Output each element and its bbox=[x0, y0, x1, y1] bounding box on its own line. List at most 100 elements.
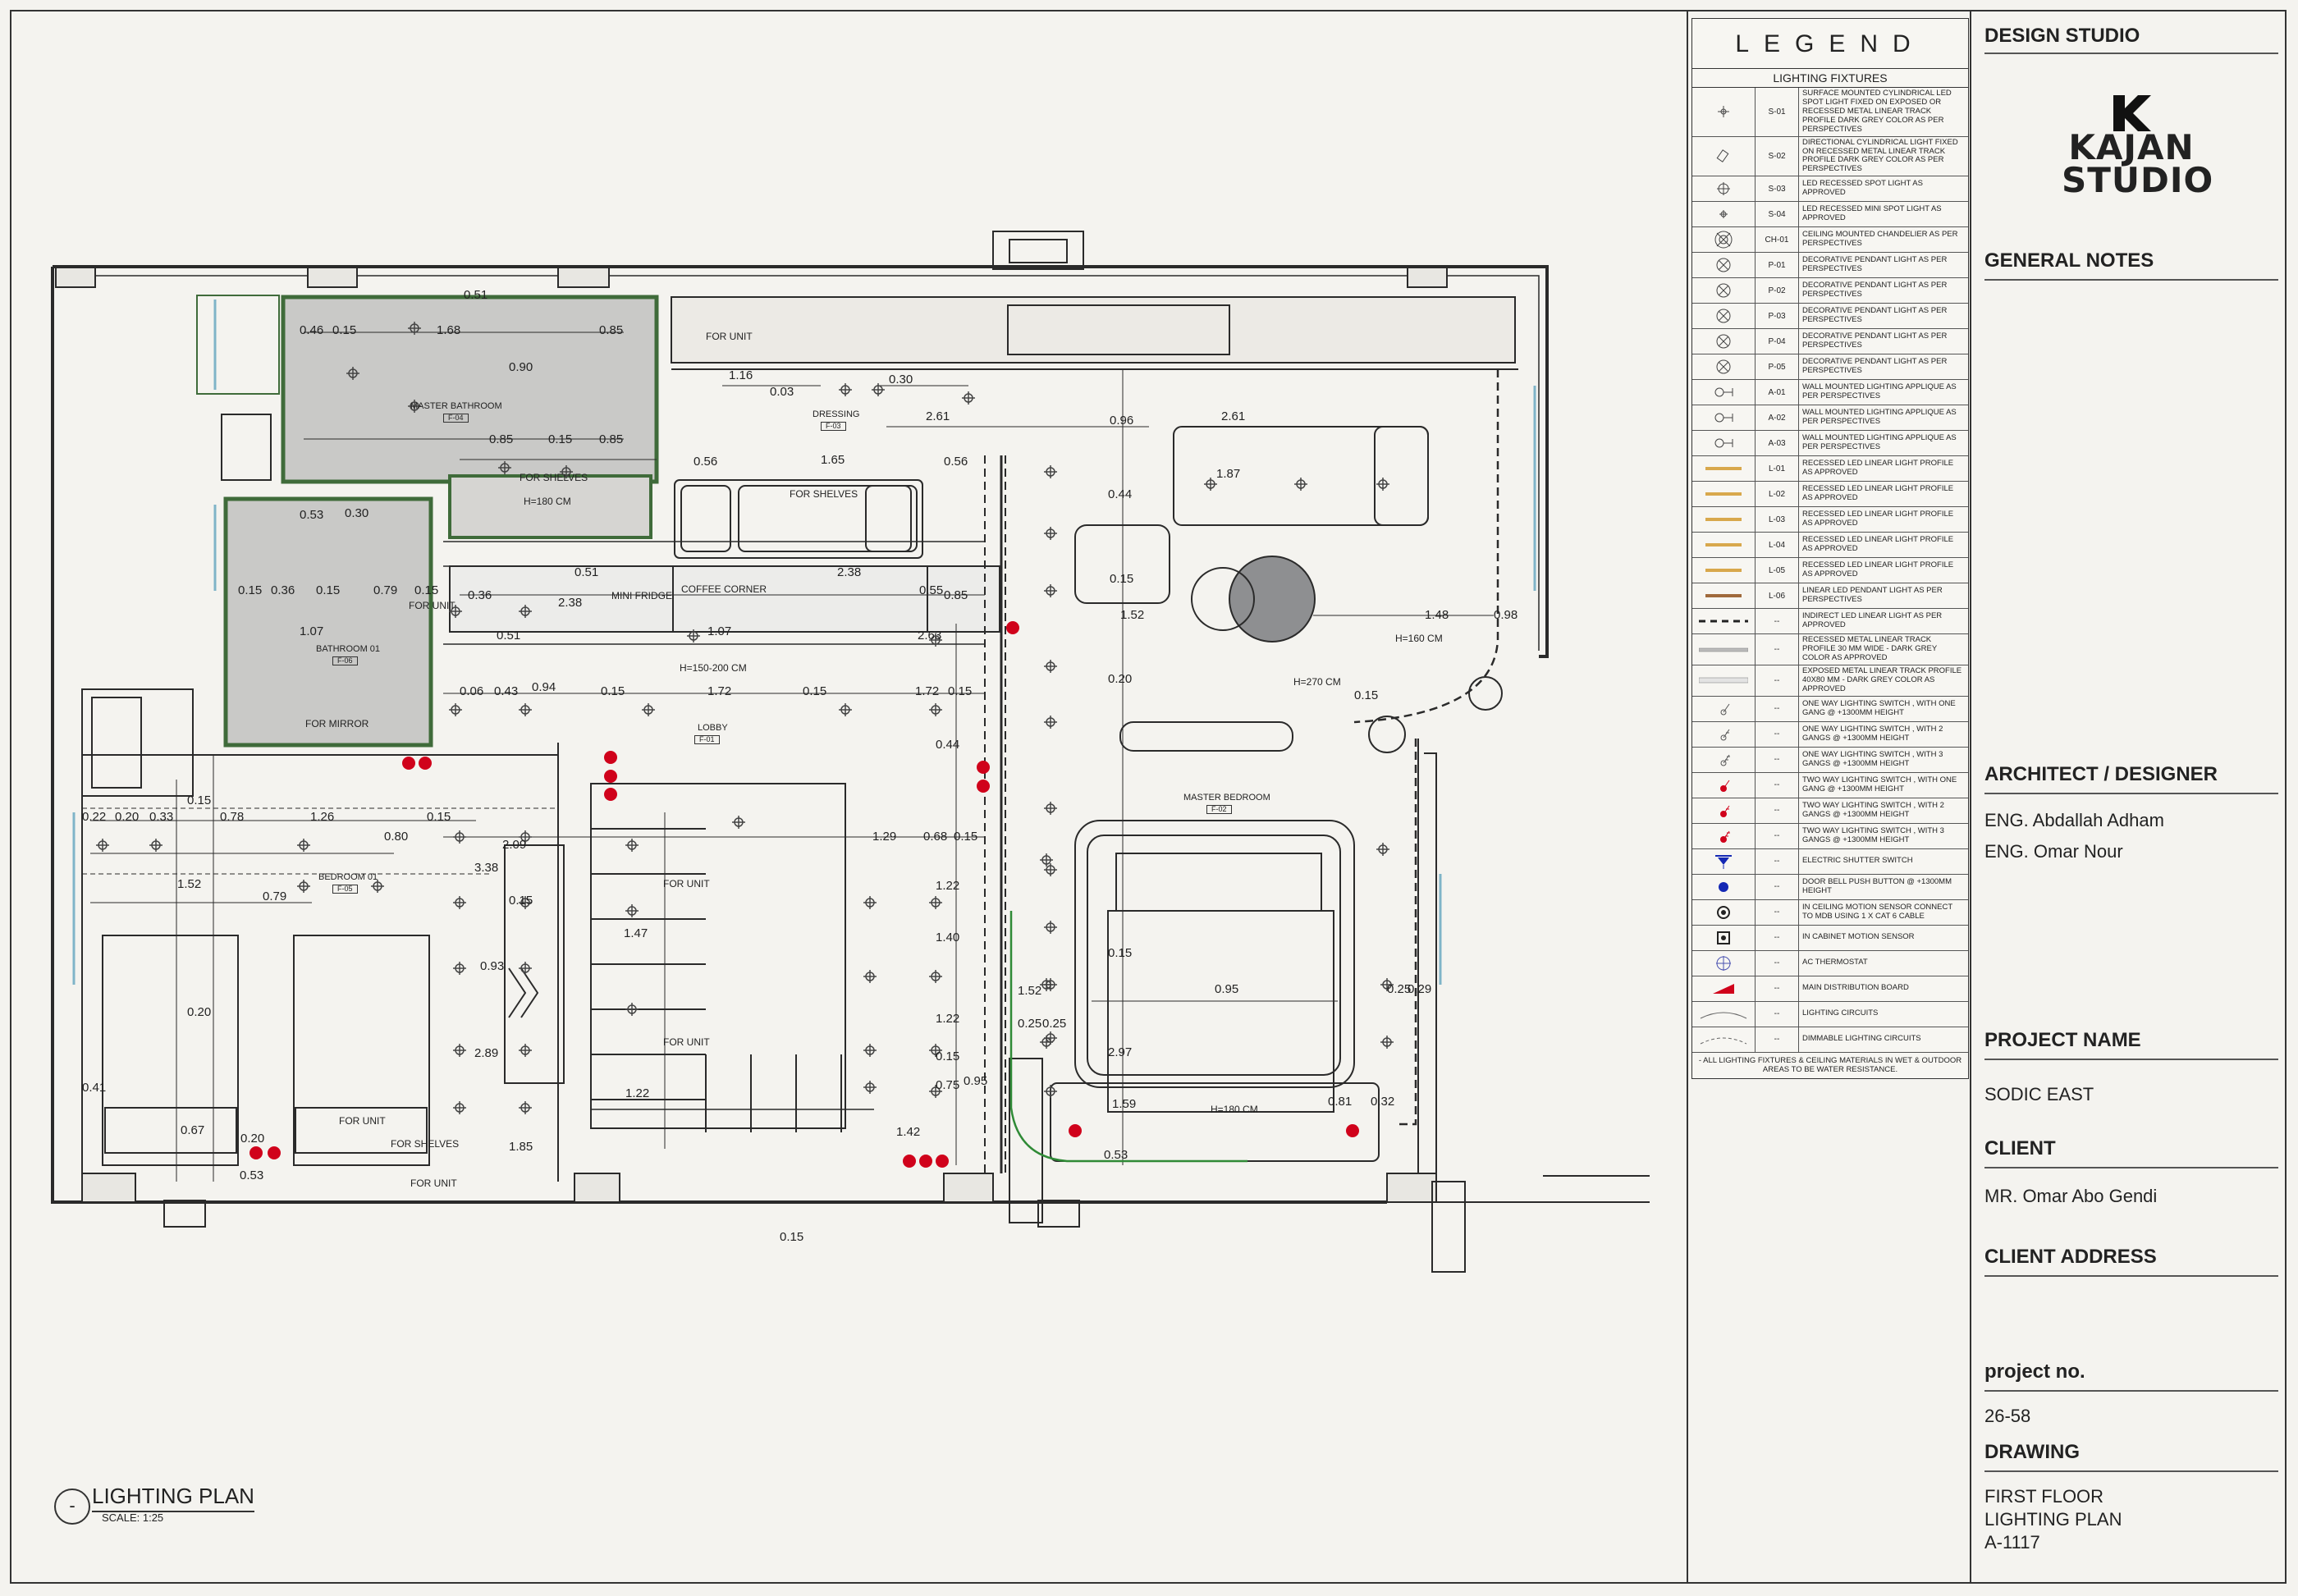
legend-row: --IN CEILING MOTION SENSOR CONNECT TO MD… bbox=[1692, 899, 1968, 926]
legend-symbol bbox=[1692, 456, 1756, 482]
room-label-master-bedroom: MASTER BEDROOM bbox=[1183, 793, 1270, 803]
linear-light-icon bbox=[1705, 467, 1742, 471]
legend-symbol bbox=[1692, 202, 1756, 227]
dimension-label: 0.15 bbox=[1354, 688, 1379, 702]
legend-footnote: - ALL LIGHTING FIXTURES & CEILING MATERI… bbox=[1698, 1055, 1962, 1075]
legend-symbol bbox=[1692, 696, 1756, 721]
legend-symbol bbox=[1692, 405, 1756, 431]
legend-symbol bbox=[1692, 253, 1756, 278]
dimension-label: 2.09 bbox=[502, 838, 527, 852]
project-name: SODIC EAST bbox=[1984, 1084, 2094, 1104]
legend-code: -- bbox=[1756, 823, 1799, 848]
note-coffee-corner: COFFEE CORNER bbox=[681, 583, 767, 595]
dimension-label: 0.29 bbox=[1408, 982, 1432, 996]
rule bbox=[1984, 1275, 2278, 1277]
logo-mark-icon bbox=[2113, 95, 2151, 131]
legend-code: A-01 bbox=[1756, 380, 1799, 405]
dimension-label: 0.15 bbox=[601, 684, 625, 698]
dimension-label: 0.41 bbox=[82, 1081, 107, 1095]
dimension-label: 1.47 bbox=[624, 926, 648, 940]
legend-row: --TWO WAY LIGHTING SWITCH , WITH ONE GAN… bbox=[1692, 772, 1968, 798]
dimension-label: 0.85 bbox=[944, 588, 968, 602]
dimension-label: 0.25 bbox=[1042, 1017, 1067, 1031]
cabinet-sensor-icon bbox=[1717, 931, 1730, 944]
legend-symbol bbox=[1692, 899, 1756, 925]
legend-description: DECORATIVE PENDANT LIGHT AS PER PERSPECT… bbox=[1802, 255, 1948, 274]
dimension-label: 0.53 bbox=[1104, 1148, 1128, 1162]
legend-code: P-05 bbox=[1756, 354, 1799, 380]
dimension-label: 0.15 bbox=[187, 793, 212, 807]
legend-description: TWO WAY LIGHTING SWITCH , WITH ONE GANG … bbox=[1802, 775, 1957, 793]
legend-symbol bbox=[1692, 482, 1756, 507]
room-label-dressing: DRESSING bbox=[813, 409, 860, 419]
project-no-label: project no. bbox=[1984, 1360, 2085, 1383]
drawing-line: LIGHTING PLAN bbox=[1984, 1509, 2122, 1530]
note-for-shelves: FOR SHELVES bbox=[520, 472, 588, 483]
legend-code: L-02 bbox=[1756, 482, 1799, 507]
dimension-label: 2.97 bbox=[1108, 1045, 1133, 1059]
legend-code: P-01 bbox=[1756, 253, 1799, 278]
distribution-board-icon bbox=[1713, 983, 1734, 994]
legend-description: CEILING MOUNTED CHANDELIER AS PER PERSPE… bbox=[1802, 230, 1958, 249]
linear-light-icon bbox=[1705, 492, 1742, 496]
room-label-lobby: LOBBY bbox=[698, 723, 728, 733]
legend-symbol bbox=[1692, 823, 1756, 848]
dimension-label: 0.51 bbox=[464, 288, 488, 302]
room-label-bathroom-01: BATHROOM 01 bbox=[316, 644, 381, 654]
dimension-label: 0.67 bbox=[181, 1123, 205, 1137]
dimension-label: 0.15 bbox=[780, 1230, 804, 1244]
floor-plan bbox=[51, 231, 1650, 1273]
dimension-label: 1.26 bbox=[310, 810, 335, 824]
note-for-shelves: FOR SHELVES bbox=[391, 1138, 460, 1150]
dimension-label: 0.46 bbox=[300, 323, 324, 337]
lighting-circuit-icon bbox=[1700, 1012, 1747, 1019]
rule bbox=[1984, 1167, 2278, 1168]
recessed-spot-icon bbox=[1717, 182, 1730, 196]
pendant-icon bbox=[1716, 309, 1731, 323]
legend-code: -- bbox=[1756, 1001, 1799, 1027]
legend-row: --ONE WAY LIGHTING SWITCH , WITH 2 GANGS… bbox=[1692, 721, 1968, 748]
dimension-label: 0.15 bbox=[954, 830, 978, 844]
dimension-label: 0.30 bbox=[345, 506, 369, 520]
legend-description: ELECTRIC SHUTTER SWITCH bbox=[1802, 856, 1913, 866]
dimension-label: 1.40 bbox=[936, 931, 960, 944]
dimension-label: 0.15 bbox=[427, 810, 451, 824]
legend-symbol bbox=[1692, 874, 1756, 899]
dimension-label: 0.44 bbox=[1108, 487, 1133, 501]
dimension-label: 0.43 bbox=[494, 684, 519, 698]
dimension-label: 0.15 bbox=[332, 323, 357, 337]
rule bbox=[1984, 279, 2278, 281]
linear-light-icon bbox=[1705, 543, 1742, 547]
dimension-label: 1.65 bbox=[821, 453, 845, 467]
architect-name: ENG. Abdallah Adham bbox=[1984, 810, 2164, 830]
legend-row: --DOOR BELL PUSH BUTTON @ +1300MM HEIGHT bbox=[1692, 874, 1968, 900]
legend-code: L-05 bbox=[1756, 558, 1799, 583]
dimension-label: 0.20 bbox=[240, 1132, 265, 1146]
legend-code: CH-01 bbox=[1756, 227, 1799, 253]
two-way-switch-2-gang-icon bbox=[1720, 805, 1730, 817]
motion-sensor-icon bbox=[1717, 905, 1730, 919]
note-for-unit: FOR UNIT bbox=[409, 600, 455, 611]
legend-description: RECESSED LED LINEAR LIGHT PROFILE AS APP… bbox=[1802, 459, 1954, 478]
legend-description: RECESSED LED LINEAR LIGHT PROFILE AS APP… bbox=[1802, 510, 1954, 528]
pendant-icon bbox=[1716, 359, 1731, 374]
dimension-label: 0.53 bbox=[300, 508, 324, 522]
dimension-label: 0.15 bbox=[509, 894, 533, 908]
legend-code: S-01 bbox=[1756, 88, 1799, 136]
legend-row: --RECESSED METAL LINEAR TRACK PROFILE 30… bbox=[1692, 634, 1968, 666]
legend-description: DECORATIVE PENDANT LIGHT AS PER PERSPECT… bbox=[1802, 357, 1948, 376]
client-label: CLIENT bbox=[1984, 1137, 2056, 1159]
dimension-label: 1.72 bbox=[915, 684, 940, 698]
legend-symbol bbox=[1692, 950, 1756, 976]
dimension-label: 0.98 bbox=[1494, 608, 1518, 622]
dimension-label: 0.53 bbox=[240, 1168, 264, 1182]
